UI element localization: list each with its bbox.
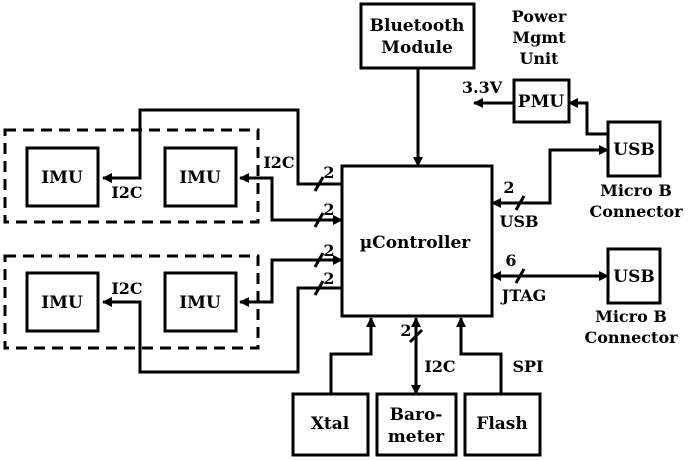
power-mgmt-title-line1: Power	[512, 7, 567, 26]
bluetooth-label-line2: Module	[381, 38, 453, 58]
pmu-block	[512, 78, 571, 124]
bus-tick	[313, 212, 325, 228]
xtal-block	[291, 392, 370, 457]
wire-usb-pmu	[568, 98, 608, 136]
power-mgmt-title-line2: Mgmt	[512, 28, 566, 47]
xtal-label: Xtal	[311, 414, 350, 434]
imu-label: IMU	[179, 293, 221, 313]
bus-tick	[514, 195, 526, 211]
bus-width-label: 2	[323, 200, 334, 219]
power-mgmt-title-line3: Unit	[519, 49, 559, 68]
imu-label: IMU	[41, 168, 83, 188]
bluetooth-module-block	[359, 2, 476, 70]
flash-label: Flash	[476, 414, 527, 434]
signal-label-i2c: I2C	[424, 357, 455, 376]
imu-label: IMU	[41, 293, 83, 313]
imu-block-2	[163, 146, 238, 208]
bluetooth-label-line1: Bluetooth	[370, 16, 465, 36]
barometer-label-line2: meter	[388, 427, 445, 447]
bus-width-label: 6	[505, 251, 516, 270]
bus-width-label: 2	[503, 178, 514, 197]
microcontroller-block	[340, 164, 494, 318]
bus-width-label: 2	[323, 269, 334, 288]
connector-label-top-line2: Connector	[589, 202, 683, 221]
signal-label-i2c: I2C	[263, 153, 294, 172]
wire-imu2-ctrl	[239, 173, 343, 225]
bus-tick	[313, 176, 325, 192]
signal-label-usb: USB	[499, 212, 538, 231]
wire-flash-ctrl	[456, 317, 503, 394]
flash-block	[463, 392, 542, 457]
bus-tick	[313, 280, 325, 296]
bus-tick	[313, 252, 325, 268]
imu-label: IMU	[179, 168, 221, 188]
barometer-label-line1: Baro-	[390, 405, 443, 425]
connector-label-top-line1: Micro B	[600, 181, 672, 200]
wire-imu3-ctrl	[239, 255, 343, 307]
imu-block-1	[25, 146, 100, 208]
signal-label-i2c: I2C	[111, 279, 142, 298]
pmu-label: PMU	[518, 92, 565, 112]
imu-block-3	[25, 271, 100, 333]
usb-block-bottom	[606, 247, 662, 305]
bus-tick	[408, 328, 424, 344]
connector-label-bottom-line2: Connector	[584, 328, 678, 347]
imu-block-4	[163, 271, 238, 333]
bus-tick	[514, 268, 526, 284]
microcontroller-label: µController	[360, 233, 472, 253]
connector-label-bottom-line1: Micro B	[595, 307, 667, 326]
voltage-label: 3.3V	[462, 78, 503, 97]
usb-block-top	[606, 120, 662, 178]
barometer-block	[375, 392, 458, 457]
wire-xtal-ctrl	[329, 317, 376, 394]
usb-block-label: USB	[613, 140, 654, 160]
signal-label-jtag: JTAG	[500, 286, 547, 305]
bus-width-label: 2	[400, 321, 411, 340]
bus-width-label: 2	[323, 241, 334, 260]
usb-block-label: USB	[613, 267, 654, 287]
signal-label-spi: SPI	[512, 357, 543, 376]
wire-ctrl-to-imu4	[102, 286, 342, 374]
bus-width-label: 2	[323, 163, 334, 182]
signal-label-i2c: I2C	[111, 183, 142, 202]
